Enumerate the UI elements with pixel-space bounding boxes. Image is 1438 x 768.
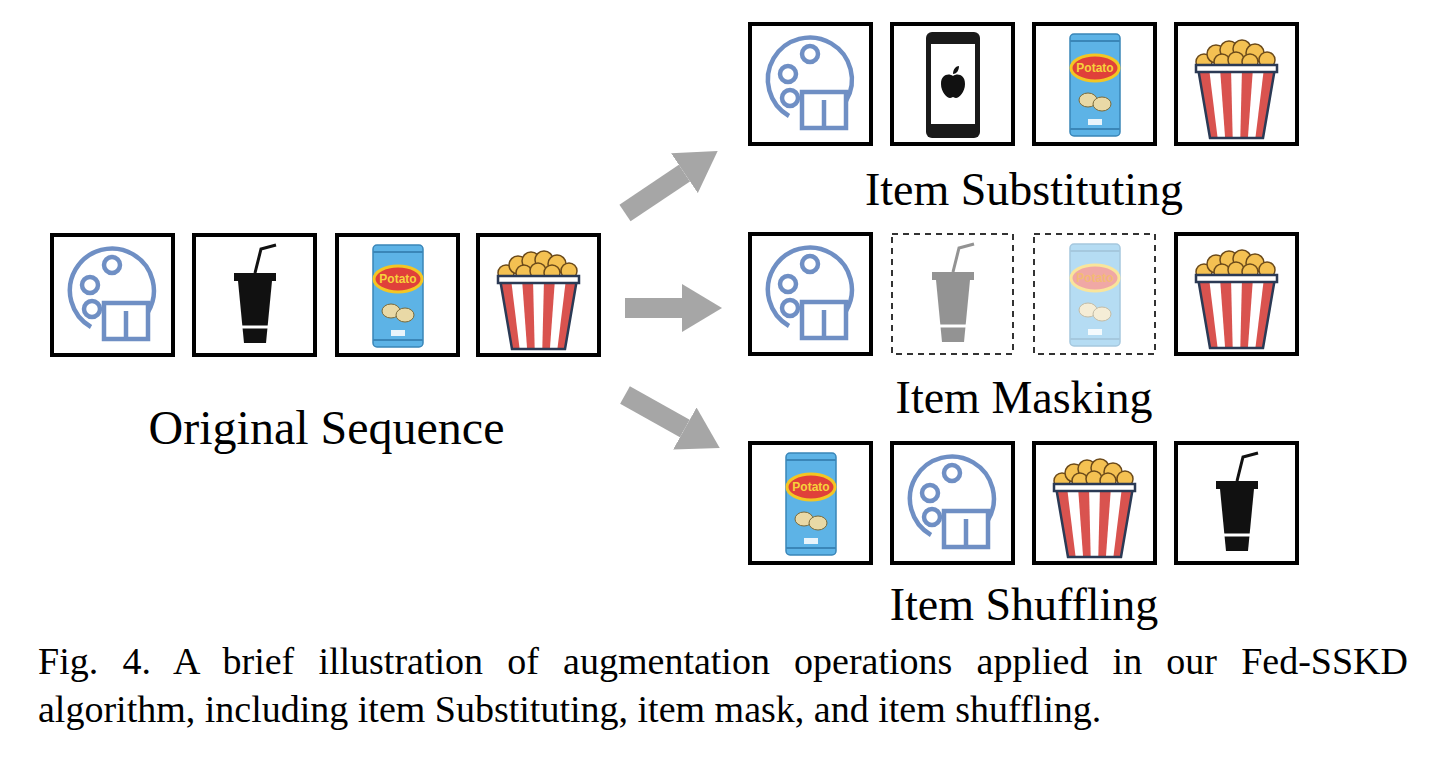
chips-icon bbox=[373, 245, 423, 347]
item-box bbox=[337, 235, 458, 355]
flow-arrow bbox=[625, 395, 685, 428]
masking-row bbox=[750, 234, 1297, 354]
group-label: Item Substituting bbox=[746, 167, 1302, 213]
item-box bbox=[1176, 234, 1297, 354]
popcorn-icon bbox=[498, 251, 579, 349]
cup-icon bbox=[1216, 453, 1258, 551]
group-label: Original Sequence bbox=[48, 404, 605, 452]
sequence-group: Original Sequence bbox=[48, 231, 605, 455]
chips-icon bbox=[786, 453, 836, 555]
item-box bbox=[1034, 24, 1155, 144]
group-label: Item Masking bbox=[746, 375, 1302, 421]
item-box bbox=[478, 235, 599, 355]
item-box bbox=[1176, 24, 1297, 144]
ticket-icon bbox=[910, 457, 994, 547]
ticket-icon bbox=[70, 249, 154, 339]
ticket-icon bbox=[768, 38, 852, 128]
icon-text: Potato bbox=[1076, 272, 1113, 284]
flow-arrow bbox=[625, 173, 684, 213]
figure-caption: Fig. 4. A brief illustration of augmenta… bbox=[38, 638, 1408, 733]
original-row bbox=[52, 235, 599, 355]
chips-icon bbox=[1070, 244, 1120, 346]
masked-box bbox=[892, 234, 1013, 354]
item-box bbox=[750, 234, 871, 354]
item-box bbox=[194, 235, 315, 355]
chips-icon bbox=[1070, 34, 1120, 136]
sequence-group: Item Masking bbox=[746, 230, 1302, 426]
popcorn-icon bbox=[1196, 40, 1277, 138]
item-box bbox=[892, 443, 1013, 563]
sequence-group: Item Shuffling bbox=[746, 439, 1302, 633]
sequence-group: Item Substituting bbox=[746, 20, 1302, 218]
substituting-row bbox=[750, 24, 1297, 144]
item-box bbox=[1034, 443, 1155, 563]
cup-icon bbox=[234, 245, 276, 343]
popcorn-icon bbox=[1196, 250, 1277, 348]
cup-icon bbox=[932, 244, 974, 342]
phone-icon bbox=[926, 32, 980, 138]
icon-text: Potato bbox=[379, 273, 416, 285]
item-box bbox=[52, 235, 173, 355]
ticket-icon bbox=[768, 248, 852, 338]
item-box bbox=[892, 24, 1013, 144]
icon-text: Potato bbox=[792, 481, 829, 493]
icon-text: Potato bbox=[1076, 62, 1113, 74]
item-box bbox=[750, 443, 871, 563]
masked-box bbox=[1034, 234, 1155, 354]
flow-arrow bbox=[625, 298, 682, 318]
item-box bbox=[1176, 443, 1297, 563]
group-label: Item Shuffling bbox=[746, 582, 1302, 628]
shuffling-row bbox=[750, 443, 1297, 563]
popcorn-icon bbox=[1054, 459, 1135, 557]
item-box bbox=[750, 24, 871, 144]
